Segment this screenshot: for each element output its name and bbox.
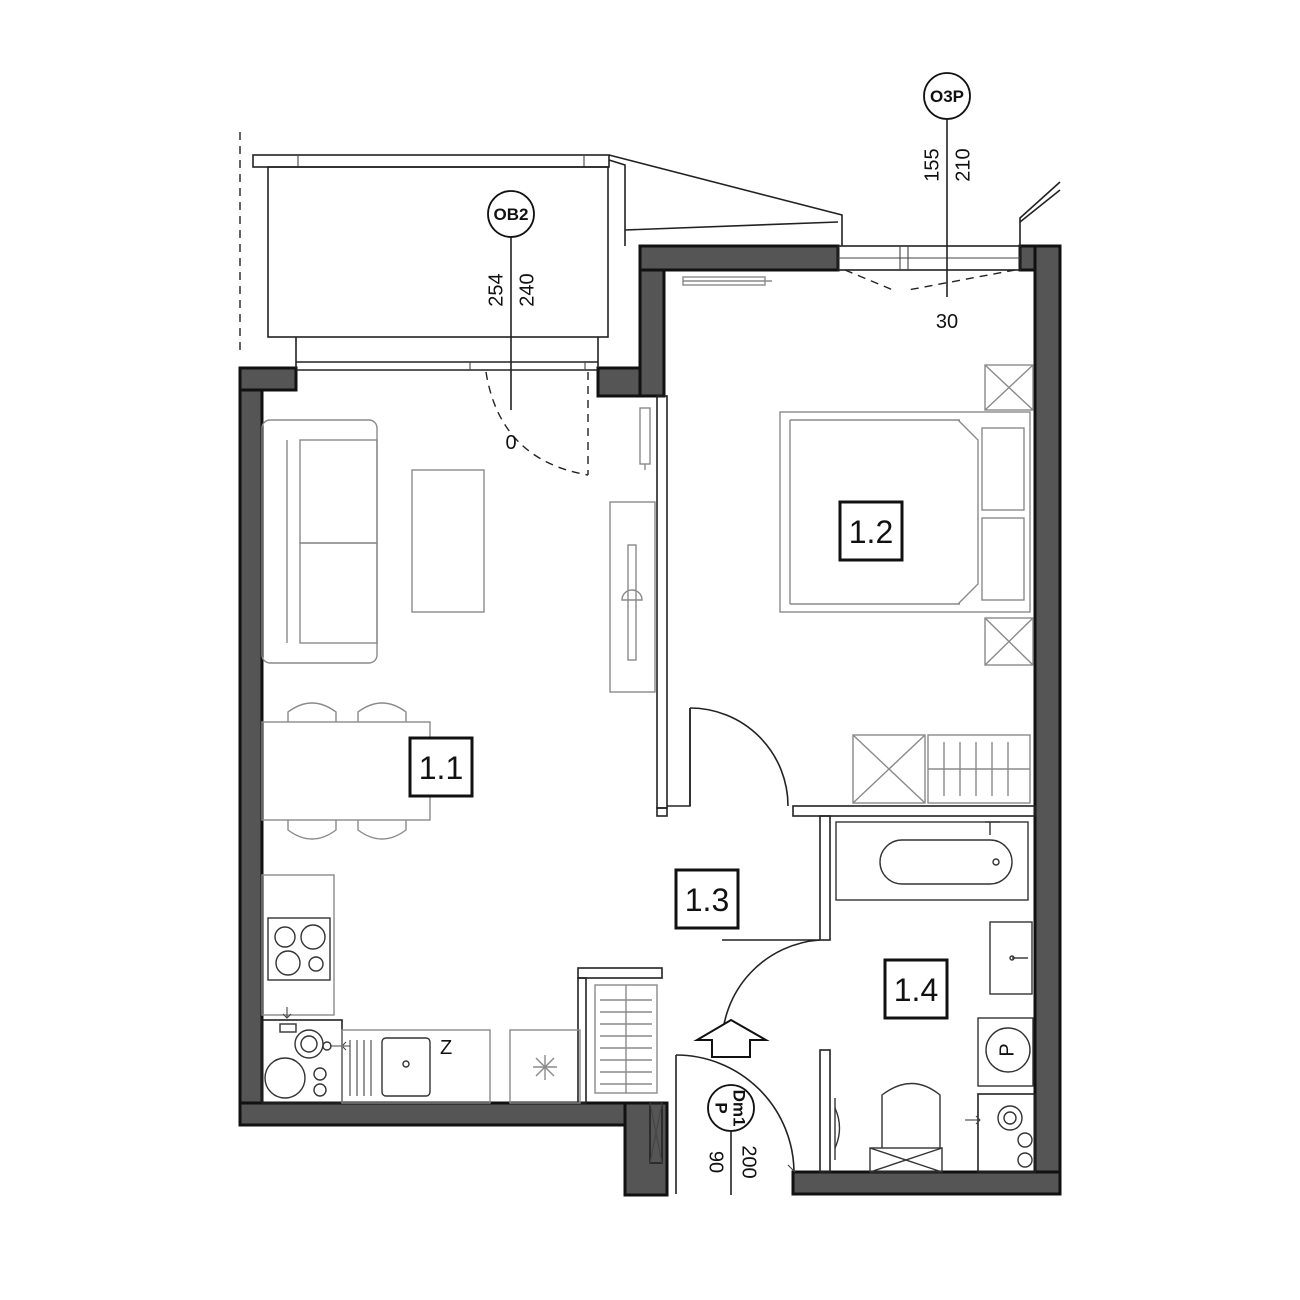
o3p-dim-a: 155 (921, 148, 943, 181)
o3p-dim-b: 210 (952, 148, 974, 181)
washbasin (989, 921, 1033, 995)
nightstand-bottom (984, 617, 1034, 666)
partitions (577, 395, 1036, 1173)
wardrobe-top-wall (577, 967, 663, 979)
dining-set (261, 702, 431, 840)
dm1-dim-a: 90 (705, 1151, 727, 1173)
towel-rail (834, 1098, 841, 1160)
room-1-4-number: 1.4 (894, 972, 938, 1008)
sink-cabinet-label: Z (440, 1037, 452, 1059)
washing-machine-label: P (996, 1043, 1018, 1056)
kitchen-sink (341, 1029, 491, 1104)
balcony-door-swing (485, 371, 589, 476)
wall-left (238, 366, 264, 1105)
dm1-tag-label-b: P (712, 1102, 731, 1113)
wall-bottom-right (791, 1170, 1062, 1196)
wall-bottom-left (238, 1101, 647, 1127)
ob2-dim-a: 254 (485, 273, 507, 306)
balcony-rail (252, 154, 610, 168)
room-1-3-number: 1.3 (685, 882, 729, 918)
room-1-2-number: 1.2 (849, 514, 893, 550)
wardrobe-bedroom (852, 734, 1031, 804)
partition-hall-bathroom-lower (819, 1049, 831, 1173)
room-label-1-2: 1.2 (838, 500, 904, 562)
coffee-table (411, 469, 485, 613)
balcony-floor (267, 166, 609, 338)
nightstand-top (984, 364, 1034, 411)
o3p-tag-label: O3P (930, 87, 964, 106)
ob2-dim-b: 240 (516, 273, 538, 306)
ob2-dim-c: 0 (505, 432, 516, 454)
sofa (261, 419, 378, 664)
tag-ob2: OB2 254 240 0 (485, 190, 538, 454)
wall-top-left (238, 366, 298, 392)
tag-o3p: O3P 155 210 30 (921, 72, 974, 333)
balcony (239, 132, 1061, 371)
entrance-door (649, 1054, 796, 1194)
tv-cabinet (609, 501, 656, 693)
wall-bedroom-top-left (638, 244, 840, 272)
tag-dm1: Dm1 P 90 200 (705, 1084, 760, 1195)
entrance-arrow-icon (693, 1018, 770, 1058)
wall-entry-column (623, 1101, 669, 1197)
bedroom-window (837, 245, 1021, 291)
toilet (869, 1082, 943, 1173)
bathroom-shaft (965, 1093, 1036, 1173)
partition-bedroom-bathroom (792, 805, 1036, 817)
washing-machine (977, 1017, 1034, 1087)
fridge-snowflake-icon (509, 1029, 581, 1104)
wall-right (1033, 244, 1062, 1196)
bedroom-door (689, 707, 789, 807)
bed (779, 411, 1031, 613)
room-label-1-1: 1.1 (408, 736, 474, 798)
dm1-dim-b: 200 (738, 1145, 760, 1178)
wardrobe-hall (594, 984, 658, 1094)
balcony-diagonal-left (608, 154, 843, 246)
radiator-bedroom (682, 276, 772, 286)
radiator-living (639, 407, 651, 470)
room-label-1-4: 1.4 (883, 958, 949, 1020)
room-label-1-3: 1.3 (674, 868, 740, 930)
boiler-icon (261, 1007, 350, 1104)
room-1-1-number: 1.1 (419, 750, 463, 786)
ob2-tag-label: OB2 (494, 205, 529, 224)
bathtub (835, 821, 1029, 901)
kitchen-counter (261, 874, 335, 1016)
exterior-walls (238, 244, 1062, 1197)
o3p-dim-c: 30 (936, 311, 958, 333)
cooktop (267, 917, 331, 981)
partition-living-bedroom (656, 395, 668, 809)
partition-hall-bathroom-upper (819, 815, 831, 941)
dm1-tag-label-a: Dm1 (730, 1090, 749, 1127)
